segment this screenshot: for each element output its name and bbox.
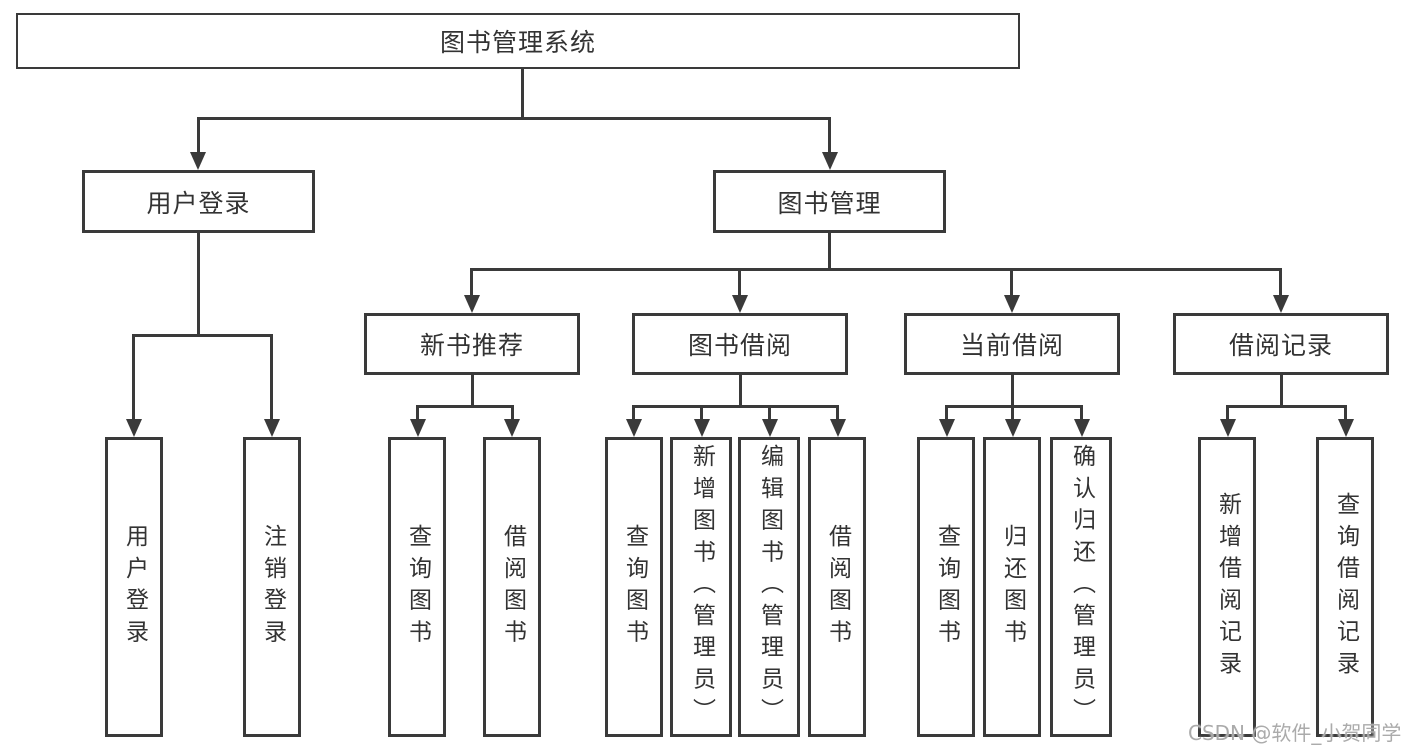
connector-stem bbox=[470, 268, 473, 296]
csdn-watermark: CSDN @软件_小贺同学 bbox=[1188, 721, 1402, 745]
node-borrow-records: 借阅记录 bbox=[1173, 313, 1389, 375]
node-new-book-recommend: 新书推荐 bbox=[364, 313, 580, 375]
connector-stem bbox=[1344, 405, 1347, 420]
leaf-records-query: 查询借阅记录 bbox=[1316, 437, 1374, 737]
arrow-down bbox=[1074, 419, 1090, 437]
arrow-down bbox=[762, 419, 778, 437]
connector-stem bbox=[836, 405, 839, 420]
connector-stem bbox=[632, 405, 635, 420]
leaf-user-login-label: 用户登录 bbox=[121, 523, 148, 651]
connector-stem bbox=[828, 117, 831, 154]
connector-stem bbox=[511, 405, 514, 420]
leaf-records-add: 新增借阅记录 bbox=[1198, 437, 1256, 737]
leaf-current-query-label: 查询图书 bbox=[933, 523, 960, 651]
leaf-records-add-label: 新增借阅记录 bbox=[1214, 491, 1241, 683]
connector-stem bbox=[132, 334, 135, 420]
connector-vline bbox=[197, 233, 200, 337]
node-borrow-records-label: 借阅记录 bbox=[1228, 331, 1333, 360]
node-book-management-label: 图书管理 bbox=[777, 188, 882, 218]
connector-stem bbox=[768, 405, 771, 420]
arrow-down bbox=[1220, 419, 1236, 437]
leaf-current-query: 查询图书 bbox=[917, 437, 975, 737]
arrow-down bbox=[126, 419, 142, 437]
connector-hline bbox=[632, 405, 839, 408]
leaf-current-return: 归还图书 bbox=[983, 437, 1041, 737]
arrow-down bbox=[1338, 419, 1354, 437]
leaf-logout: 注销登录 bbox=[243, 437, 301, 737]
leaf-current-return-label: 归还图书 bbox=[999, 523, 1026, 651]
leaf-user-login: 用户登录 bbox=[105, 437, 163, 737]
connector-vline bbox=[739, 375, 742, 408]
arrow-down bbox=[264, 419, 280, 437]
connector-hline bbox=[132, 334, 273, 337]
arrow-down bbox=[464, 295, 480, 313]
arrow-down bbox=[504, 419, 520, 437]
connector-hline bbox=[416, 405, 514, 408]
leaf-records-query-label: 查询借阅记录 bbox=[1332, 491, 1359, 683]
connector-stem bbox=[1011, 405, 1014, 420]
arrow-down bbox=[190, 152, 206, 170]
node-current-borrow-label: 当前借阅 bbox=[959, 331, 1064, 360]
leaf-borrow-query: 查询图书 bbox=[605, 437, 663, 737]
connector-stem bbox=[197, 117, 200, 154]
leaf-borrow-borrow-label: 借阅图书 bbox=[824, 523, 851, 651]
connector-vline bbox=[1280, 375, 1283, 408]
leaf-borrow-borrow: 借阅图书 bbox=[808, 437, 866, 737]
leaf-borrow-add-admin-label: 新增图书（管理员） bbox=[688, 444, 715, 730]
leaf-borrow-edit-admin-label: 编辑图书（管理员） bbox=[756, 444, 783, 730]
connector-hline bbox=[1226, 405, 1347, 408]
connector-stem bbox=[416, 405, 419, 420]
node-user-login: 用户登录 bbox=[82, 170, 315, 233]
arrow-down bbox=[830, 419, 846, 437]
node-root: 图书管理系统 bbox=[16, 13, 1020, 69]
node-book-borrow: 图书借阅 bbox=[632, 313, 848, 375]
leaf-borrow-edit-admin: 编辑图书（管理员） bbox=[738, 437, 800, 737]
arrow-down bbox=[822, 152, 838, 170]
connector-stem bbox=[270, 334, 273, 420]
leaf-newbook-borrow: 借阅图书 bbox=[483, 437, 541, 737]
leaf-borrow-add-admin: 新增图书（管理员） bbox=[670, 437, 732, 737]
connector-hline bbox=[470, 268, 1282, 271]
node-current-borrow: 当前借阅 bbox=[904, 313, 1120, 375]
connector-vline bbox=[828, 233, 831, 271]
connector-hline bbox=[197, 117, 831, 120]
node-root-label: 图书管理系统 bbox=[439, 28, 596, 57]
connector-stem bbox=[945, 405, 948, 420]
leaf-current-confirm-admin-label: 确认归还（管理员） bbox=[1068, 444, 1095, 730]
arrow-down bbox=[694, 419, 710, 437]
connector-vline bbox=[521, 69, 524, 119]
leaf-newbook-borrow-label: 借阅图书 bbox=[499, 523, 526, 651]
leaf-borrow-query-label: 查询图书 bbox=[621, 523, 648, 651]
arrow-down bbox=[1005, 419, 1021, 437]
connector-stem bbox=[700, 405, 703, 420]
connector-stem bbox=[1226, 405, 1229, 420]
arrow-down bbox=[732, 295, 748, 313]
connector-vline bbox=[1011, 375, 1014, 408]
connector-hline bbox=[945, 405, 1083, 408]
node-user-login-label: 用户登录 bbox=[146, 188, 251, 218]
leaf-current-confirm-admin: 确认归还（管理员） bbox=[1050, 437, 1112, 737]
connector-stem bbox=[738, 268, 741, 296]
arrow-down bbox=[939, 419, 955, 437]
arrow-down bbox=[410, 419, 426, 437]
node-book-borrow-label: 图书借阅 bbox=[687, 331, 792, 360]
arrow-down bbox=[1004, 295, 1020, 313]
leaf-logout-label: 注销登录 bbox=[259, 523, 286, 651]
node-book-management: 图书管理 bbox=[713, 170, 946, 233]
leaf-newbook-query: 查询图书 bbox=[388, 437, 446, 737]
connector-stem bbox=[1279, 268, 1282, 296]
arrow-down bbox=[626, 419, 642, 437]
leaf-newbook-query-label: 查询图书 bbox=[404, 523, 431, 651]
connector-stem bbox=[1010, 268, 1013, 296]
connector-stem bbox=[1080, 405, 1083, 420]
arrow-down bbox=[1273, 295, 1289, 313]
node-new-book-recommend-label: 新书推荐 bbox=[419, 331, 524, 360]
connector-vline bbox=[471, 375, 474, 408]
